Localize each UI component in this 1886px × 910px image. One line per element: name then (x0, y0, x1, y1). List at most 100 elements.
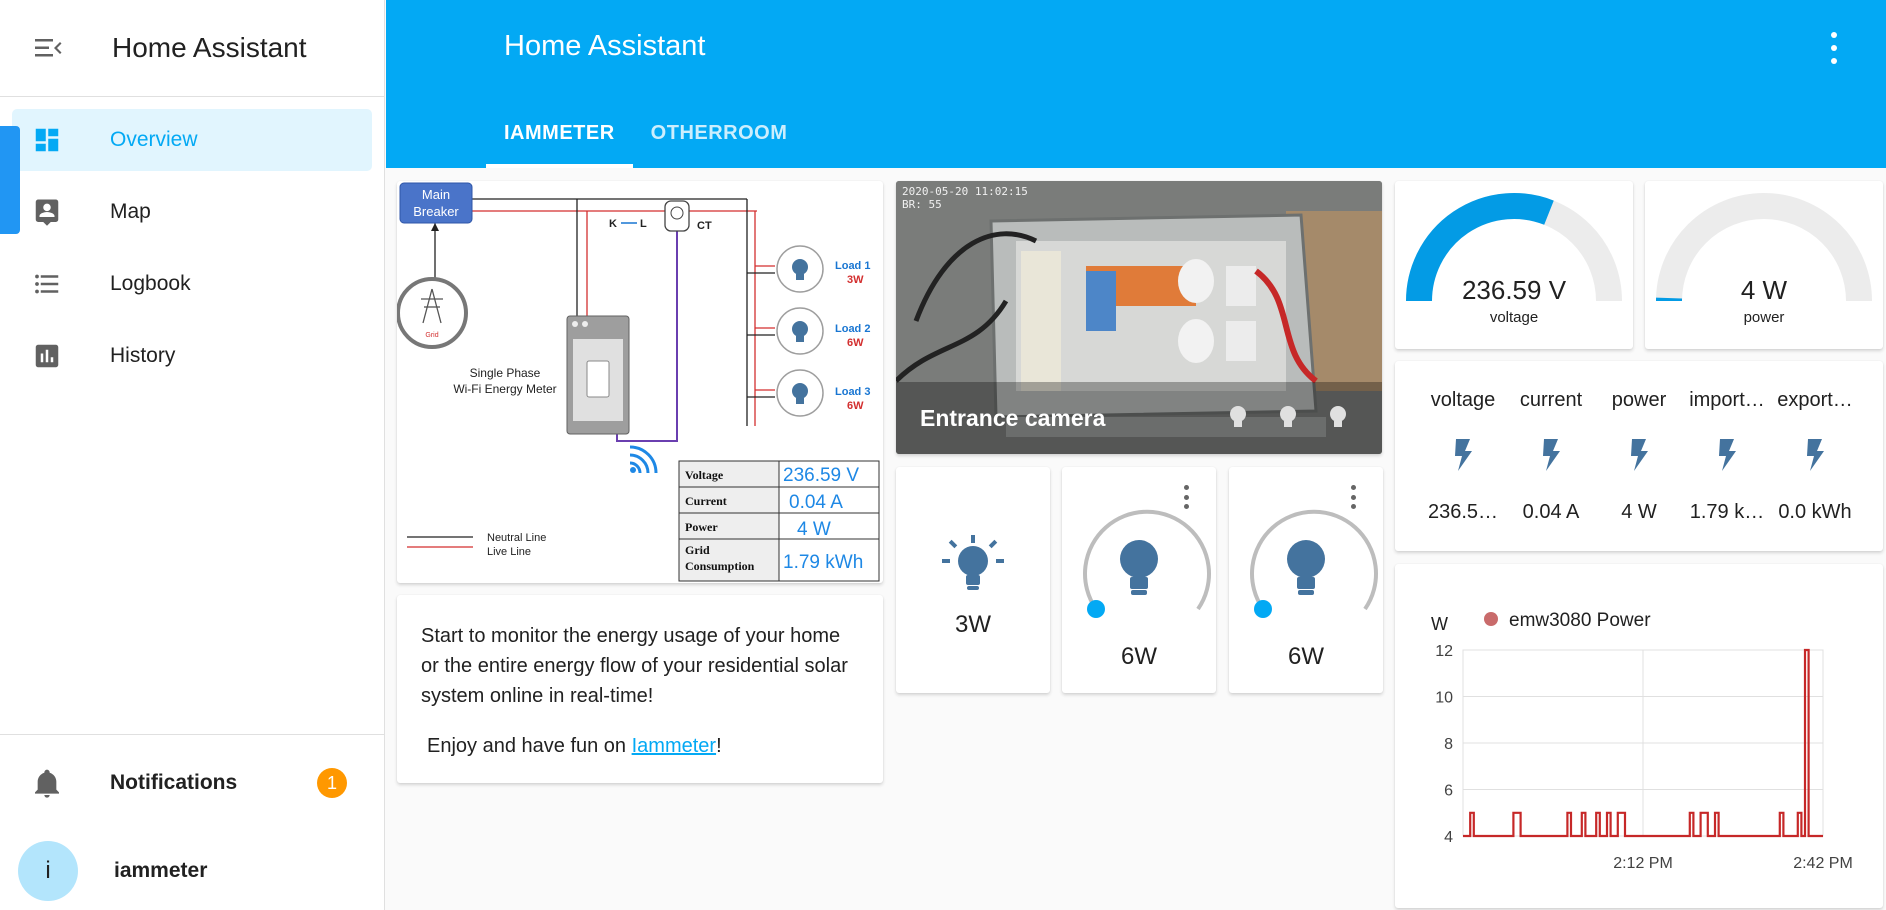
power-gauge-card[interactable]: 4 W power (1645, 181, 1883, 349)
legend-label: emw3080 Power (1509, 610, 1651, 631)
k-label: K (609, 218, 617, 230)
flash-icon (1771, 439, 1859, 471)
glance-entity-value: 0.04 A (1522, 501, 1580, 523)
more-vert-icon[interactable] (1182, 485, 1190, 509)
menu-collapse-icon[interactable] (30, 30, 66, 66)
l-label: L (640, 218, 647, 230)
glance-entity-value: 0.0 kWh (1778, 501, 1852, 523)
load-1-name: Load 1 (835, 260, 870, 272)
sidebar-header: Home Assistant (0, 0, 384, 97)
markdown-card: Start to monitor the energy usage of you… (397, 595, 883, 783)
light-1-state: 3W (955, 611, 991, 638)
table-label-consumption: Consumption (685, 559, 755, 573)
view-tabs: IAMMETER OTHERROOM (486, 110, 805, 168)
gauge-arc (1406, 193, 1622, 302)
ct-clamp-icon (664, 200, 690, 232)
history-chart-icon (30, 339, 64, 373)
sidebar-item-history[interactable]: History (12, 325, 372, 387)
sidebar-bottom: Notifications 1 i iammeter (0, 734, 385, 910)
sidebar-item-overview[interactable]: Overview (12, 109, 372, 171)
intro-text: Start to monitor the energy usage of you… (421, 625, 848, 707)
page-title: Home Assistant (504, 30, 706, 62)
pylon-icon (421, 288, 443, 324)
table-value-grid: 1.79 kWh (783, 552, 863, 573)
flash-icon (1507, 439, 1595, 471)
table-value-voltage: 236.59 V (783, 465, 859, 486)
light-entity-card-1[interactable]: 3W (896, 467, 1050, 693)
flash-icon (1419, 439, 1507, 471)
camera-caption-bar (896, 382, 1382, 454)
table-value-power: 4 W (797, 519, 831, 540)
wiring-diagram: Main Breaker Grid K L CT Single Phase Wi… (397, 182, 880, 582)
enjoy-prefix: Enjoy and have fun on (427, 735, 632, 757)
gauge-value: 236.59 V (1461, 275, 1567, 305)
load-3-value: 6W (847, 400, 864, 412)
lightbulb-icon (1287, 540, 1325, 595)
glance-entity-name: power (1611, 389, 1667, 411)
flash-icon (1683, 439, 1771, 471)
timestamp-line-1: 2020-05-20 11:02:15 (902, 185, 1028, 198)
main-breaker-label-2: Breaker (413, 204, 459, 219)
bell-icon (30, 767, 64, 799)
camera-entity-icons (1230, 406, 1346, 427)
brightness-slider-3[interactable] (1229, 467, 1383, 693)
lightbulb-icon (1120, 540, 1158, 595)
legend-neutral: Neutral Line (487, 532, 546, 544)
sidebar-title: Home Assistant (112, 32, 307, 63)
sidebar-item-user[interactable]: i iammeter (0, 831, 385, 910)
sidebar-nav: Overview Map Logbook History (0, 97, 384, 387)
readings-table (678, 460, 880, 582)
meter-label: Single Phase (470, 366, 541, 380)
light-brightness-card-2[interactable]: 6W (1062, 467, 1216, 693)
more-vert-icon[interactable] (1349, 485, 1357, 509)
gauge-name: power (1743, 309, 1785, 326)
user-name: iammeter (114, 859, 208, 882)
wiring-diagram-card[interactable]: Main Breaker Grid K L CT Single Phase Wi… (397, 181, 883, 583)
light-2-state: 6W (1121, 643, 1157, 670)
light-3-state: 6W (1288, 643, 1324, 670)
sidebar-item-notifications[interactable]: Notifications 1 (0, 735, 385, 831)
table-label-power: Power (685, 520, 718, 534)
table-label-voltage: Voltage (685, 468, 724, 482)
load-3-name: Load 3 (835, 386, 870, 398)
table-label-current: Current (685, 494, 727, 508)
lightbulb-on-icon (942, 535, 1004, 590)
iammeter-link[interactable]: Iammeter (631, 735, 717, 757)
dashboard-icon (30, 123, 64, 157)
x-tick-label: 2:42 PM (1793, 855, 1853, 872)
wifi-signal-icon (629, 445, 658, 474)
voltage-gauge-card[interactable]: 236.59 V voltage (1395, 181, 1633, 349)
legend-live: Live Line (487, 546, 531, 558)
map-account-icon (30, 195, 64, 229)
sidebar-edge-handle[interactable] (0, 126, 20, 234)
enjoy-text: Enjoy and have fun on Iammeter! (421, 731, 859, 761)
legend-swatch (1484, 612, 1498, 626)
y-tick-label: 8 (1444, 736, 1453, 753)
brightness-slider-2[interactable] (1062, 467, 1216, 693)
sidebar-item-label: Notifications (110, 771, 238, 794)
y-tick-label: 4 (1444, 829, 1453, 846)
tab-iammeter[interactable]: IAMMETER (486, 110, 633, 168)
meter-label-2: Wi-Fi Energy Meter (453, 382, 556, 396)
glance-entity-name: voltage (1430, 389, 1496, 411)
sidebar: Home Assistant Overview Map Logbook Hist… (0, 0, 385, 910)
sidebar-item-map[interactable]: Map (12, 181, 372, 243)
load-2-value: 6W (847, 337, 864, 349)
grid-label: Grid (425, 332, 438, 339)
sidebar-item-logbook[interactable]: Logbook (12, 253, 372, 315)
app-header: Home Assistant IAMMETER OTHERROOM (386, 0, 1886, 168)
more-vert-icon[interactable] (1822, 32, 1846, 64)
light-brightness-card-3[interactable]: 6W (1229, 467, 1383, 693)
y-tick-label: 6 (1444, 783, 1453, 800)
camera-image (896, 181, 1382, 454)
gauge-fill (1406, 193, 1554, 302)
glance-entity-value: 236.5… (1427, 501, 1499, 523)
tab-otherroom[interactable]: OTHERROOM (650, 122, 788, 144)
y-tick-label: 12 (1435, 643, 1453, 660)
glance-entity-name: export… (1777, 389, 1853, 411)
glance-entity-name: import… (1689, 389, 1765, 411)
